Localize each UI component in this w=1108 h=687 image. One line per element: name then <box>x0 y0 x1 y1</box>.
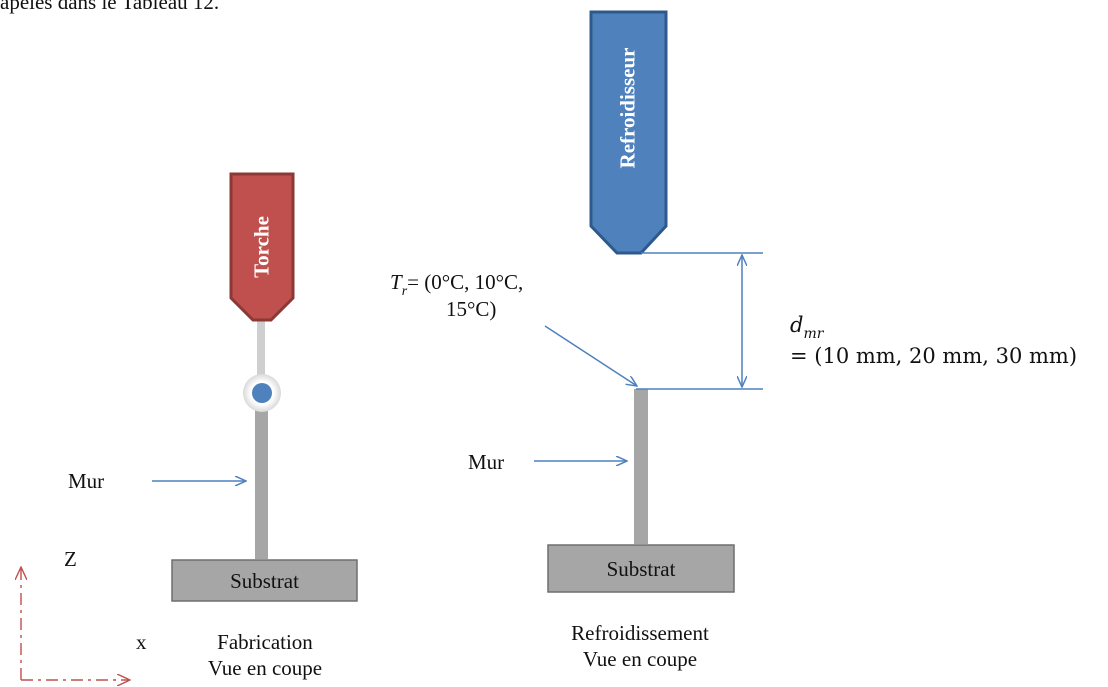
wall-label-left: Mur <box>68 469 105 493</box>
substrate-label-left: Substrat <box>230 569 299 593</box>
caption-right-line2: Vue en coupe <box>582 647 698 671</box>
substrate-left <box>171 559 358 602</box>
tr-values-line1: = (0°C, 10°C, <box>407 270 524 294</box>
substrate-label-right: Substrat <box>606 557 676 581</box>
wall-left <box>255 393 268 559</box>
cooler-label: Refroidisseur <box>615 47 640 169</box>
z-axis-label: Z <box>64 547 77 571</box>
dmr-subscript: mr <box>803 326 824 342</box>
tr-values-line2: 15°C) <box>446 297 497 321</box>
tr-symbol: T <box>390 270 402 294</box>
distance-symbol-block: dmr <box>790 312 823 347</box>
deposit-point <box>252 383 272 403</box>
caption-right-line1: Refroidissement <box>571 621 709 645</box>
dmr-symbol: d <box>790 313 804 337</box>
temperature-annotation: Tr= (0°C, 10°C, <box>390 270 523 304</box>
caption-left-line1: Fabrication <box>217 630 313 654</box>
wall-label-right: Mur <box>468 450 505 474</box>
torch-label: Torche <box>249 216 274 278</box>
top-caption-fragment: apelés dans le Tableau 12. <box>0 0 220 14</box>
temperature-arrow <box>544 325 637 386</box>
caption-left-line2: Vue en coupe <box>207 656 323 680</box>
dmr-values: = (10 mm, 20 mm, 30 mm) <box>790 344 1078 368</box>
torch-body <box>229 172 295 322</box>
substrate-right <box>547 544 735 593</box>
torch-stem <box>257 320 265 382</box>
wall-right <box>634 389 648 544</box>
x-axis-label: x <box>136 630 147 654</box>
tr-subscript: r <box>401 284 408 299</box>
